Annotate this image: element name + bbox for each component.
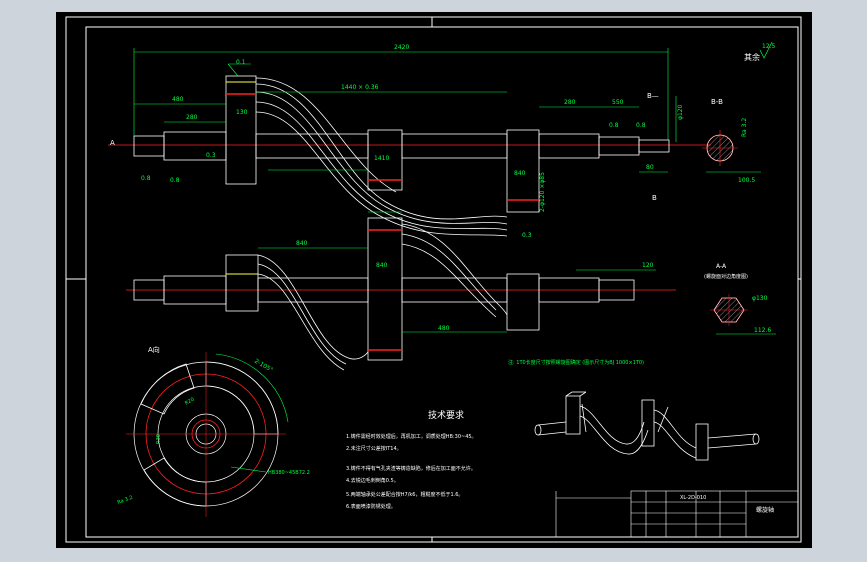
- dim-phi130: φ130: [752, 295, 768, 302]
- top-dim-texts: 2420 480 280 130 1440 × 0.36 1410 840 28…: [141, 44, 684, 239]
- section-b-b-title: B-B: [711, 98, 723, 106]
- label-b-mark2: B: [652, 194, 657, 202]
- section-a-a-title: A-A: [716, 263, 727, 270]
- hub-left: [225, 75, 257, 185]
- dim-0-1: 0.1: [236, 59, 246, 66]
- technical-requirements: 技术要求 1.铸件需经时效处理后，再机加工，调质处理HB:30~45。 2.未注…: [346, 409, 477, 510]
- dim-480b: 480: [438, 325, 450, 332]
- label-a-left: A: [110, 139, 115, 147]
- section-a-a-note: (螺旋面对边角度图): [704, 273, 748, 280]
- tech-req-item-3: 3.铸件不得有气孔夹渣等铸造缺陷，修后在加工面不允许。: [346, 465, 476, 472]
- dim-phi120: φ120: [677, 104, 684, 120]
- second-dimensions: [258, 211, 656, 333]
- dim-100-5: 100.5: [738, 177, 755, 184]
- dim-pitch: 1440 × 0.36: [341, 84, 379, 91]
- corner-roughness: 其余 12.5: [744, 41, 776, 62]
- dim-rough: Ra 3.2: [741, 118, 748, 137]
- dim-480: 480: [172, 96, 184, 103]
- tech-req-item-2: 2.未注尺寸公差按IT14。: [346, 445, 402, 452]
- dim-840b: 840: [296, 240, 308, 247]
- dim-rough-a: Ra 3.2: [117, 495, 134, 506]
- section-b-b: B-B 100.5 Ra 3.2: [702, 98, 761, 184]
- dim-0-8c: 0.8: [609, 122, 619, 129]
- a-view-title: A向: [148, 345, 160, 354]
- isometric-view: [534, 391, 760, 461]
- second-dim-texts: 840 480 840 120: [296, 240, 654, 332]
- title-block: [630, 490, 799, 538]
- dim-0-3: 0.3: [522, 232, 532, 239]
- corner-roughness-value: 12.5: [762, 43, 776, 50]
- dim-0-8d: 0.8: [636, 122, 646, 129]
- dim-r30: R30: [156, 434, 162, 444]
- note-line: 注: 1T0长度尺寸按照螺旋图确定 (图示尺寸为BJ 1000×1T0): [508, 359, 644, 366]
- tech-req-item-6: 6.表面喷漆防锈处理。: [346, 503, 396, 510]
- dim-80: 80: [646, 164, 654, 171]
- hub-center: [367, 129, 403, 191]
- dim-120: 120: [642, 262, 654, 269]
- dim-angle: 2-105°: [253, 358, 274, 374]
- top-labels: A B— B: [110, 92, 659, 202]
- dim-130: 130: [236, 109, 248, 116]
- label-b-mark1: B—: [647, 92, 659, 100]
- inner-frame: [85, 26, 799, 538]
- dim-0-3b: 0.3: [206, 152, 216, 159]
- drawing-canvas: 2420 480 280 130 1440 × 0.36 1410 840 28…: [56, 12, 812, 548]
- dim-second-hub: 840: [376, 262, 388, 269]
- tech-req-title: 技术要求: [428, 409, 464, 421]
- title-block-drawing-no: XL-2D-010: [680, 495, 706, 501]
- dim-0-8: 0.8: [141, 175, 151, 182]
- dim-112-6: 112.6: [754, 327, 771, 334]
- dim-overall-length: 2420: [394, 44, 409, 51]
- tech-req-item-5: 5.两端轴承处公差配合按H7/k6，粗糙度不低于1.6。: [346, 491, 463, 498]
- tech-req-item-4: 4.去锐边毛刺倒角0.5。: [346, 477, 399, 484]
- dim-r20: R20: [184, 397, 196, 407]
- second-shaft-view: [126, 217, 676, 371]
- a-end-view: A向 2-105° R20 R30 HB380~45B72.2 Ra 3.2: [117, 345, 310, 517]
- dim-840: 840: [514, 170, 526, 177]
- cad-drawing: 2420 480 280 130 1440 × 0.36 1410 840 28…: [65, 16, 802, 543]
- dim-280b: 280: [564, 99, 576, 106]
- dim-280: 280: [186, 114, 198, 121]
- section-a-a: A-A (螺旋面对边角度图) φ130 112.6: [704, 263, 776, 335]
- top-dimensions: [133, 48, 677, 173]
- dim-1410: 1410: [374, 155, 389, 162]
- hub-right: [506, 129, 540, 213]
- dim-0-8b: 0.8: [170, 177, 180, 184]
- corner-mark-text: 其余: [744, 52, 760, 62]
- dim-z2: 2-φ120 ×φ85: [539, 172, 546, 212]
- tech-req-item-1: 1.铸件需经时效处理后，再机加工，调质处理HB:30~45。: [346, 433, 477, 440]
- top-shaft-view: [108, 75, 711, 237]
- dim-hb: HB380~45B72.2: [268, 470, 310, 476]
- title-block-part-name: 螺旋轴: [756, 506, 774, 514]
- dim-550: 550: [612, 99, 624, 106]
